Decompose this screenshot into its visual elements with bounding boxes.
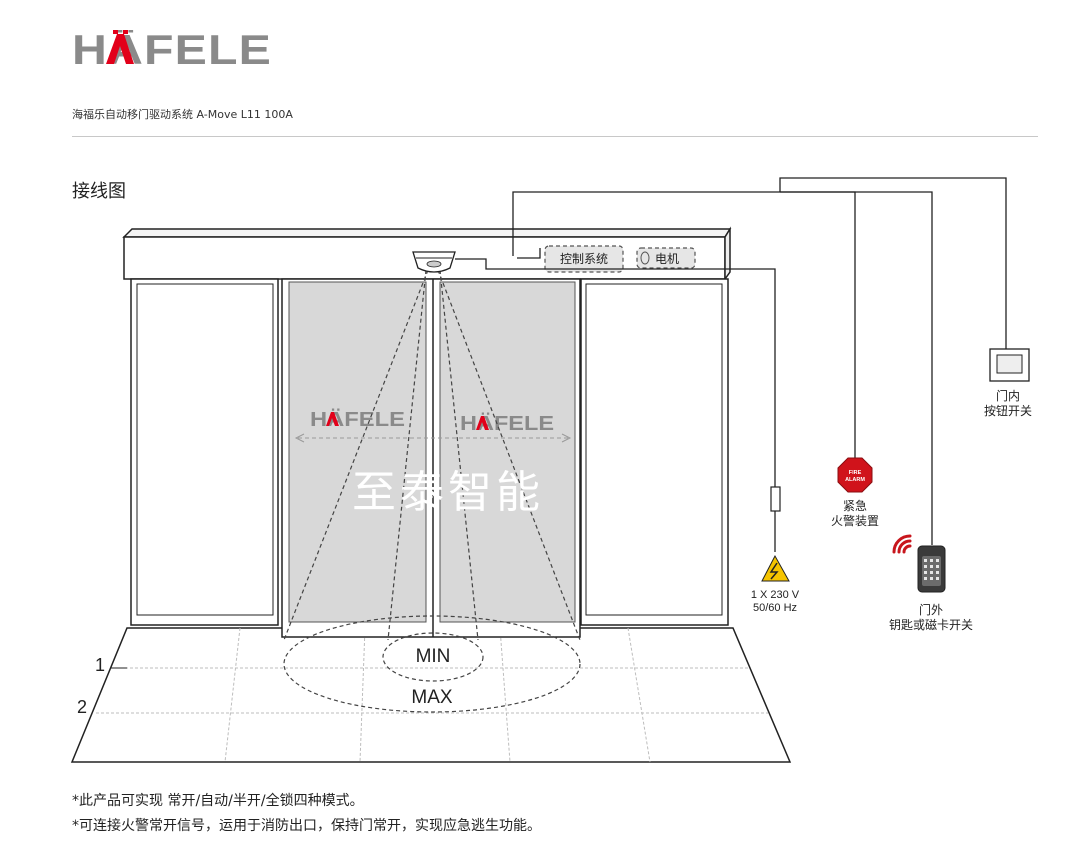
push-button-label-line2: 按钮开关	[983, 404, 1032, 418]
fire-alarm-badge-fire: FIRE	[849, 470, 862, 476]
keycard-reader-icon	[917, 545, 946, 593]
floor-grid	[96, 627, 768, 763]
high-voltage-warning-icon	[761, 554, 790, 582]
sliding-door-right	[439, 281, 576, 623]
power-label: 1 X 230 V 50/60 Hz	[740, 589, 810, 615]
motor-label: 电机	[655, 252, 680, 266]
hafele-logo: HÄFELE	[72, 30, 272, 70]
keycard-label-line1: 门外	[918, 603, 943, 617]
logo-accent-dot-right	[123, 30, 128, 34]
logo-text: HÄFELE	[72, 30, 272, 70]
left-fixed-glass	[136, 283, 274, 616]
zone-1-label: 1	[95, 655, 106, 675]
fire-alarm-label-line2: 火警装置	[830, 514, 879, 528]
footnote-fire-signal: *可连接火警常开信号，运用于消防出口，保持门常开，实现应急逃生功能。	[72, 818, 541, 834]
fire-alarm-badge-alarm: ALARM	[845, 477, 865, 483]
motor-box	[636, 247, 696, 269]
watermark: 至泰智能	[352, 467, 544, 518]
keycard-label: 门外 钥匙或磁卡开关	[876, 603, 986, 633]
sensor-cone	[283, 269, 581, 641]
header-box-top	[122, 228, 732, 238]
footnote-modes: *此产品可实现 常开/自动/半开/全锁四种模式。	[72, 793, 364, 809]
keycard-label-line2: 钥匙或磁卡开关	[888, 618, 973, 632]
page-subtitle: 海福乐自动移门驱动系统 A-Move L11 100A	[72, 108, 293, 121]
opening-width-arrow	[294, 433, 572, 443]
logo-accent-a	[106, 34, 134, 64]
door-logo-right-accent	[476, 416, 489, 430]
sliding-door-left	[288, 281, 427, 623]
zone-min-label: MIN	[415, 646, 451, 667]
zone-2-label: 2	[77, 697, 88, 717]
door-logo-left-accent	[326, 412, 339, 426]
push-button-label: 门内 按钮开关	[972, 389, 1044, 419]
logo-accent-dot-left	[113, 30, 118, 34]
header-box-side	[724, 226, 731, 282]
header-divider	[72, 136, 1038, 137]
wireless-signal-icon	[892, 534, 912, 554]
push-button-switch-icon	[989, 348, 1030, 382]
power-voltage: 1 X 230 V	[750, 589, 800, 601]
power-frequency: 50/60 Hz	[752, 602, 798, 614]
fuse-icon	[770, 486, 781, 512]
zone-max-label: MAX	[411, 687, 453, 708]
zone-max	[283, 615, 581, 713]
push-button-label-line1: 门内	[995, 389, 1020, 403]
wiring-lines	[455, 177, 1007, 545]
section-title: 接线图	[72, 181, 126, 202]
zone-min	[382, 632, 484, 682]
fire-alarm-icon: FIRE ALARM	[837, 457, 873, 493]
motor-icon	[640, 251, 650, 265]
control-system-box	[544, 245, 624, 273]
fire-alarm-label-line1: 紧急	[842, 499, 867, 513]
fire-alarm-label: 紧急 火警装置	[815, 499, 895, 529]
motion-sensor-icon	[412, 251, 456, 273]
right-fixed-glass	[585, 283, 723, 616]
control-system-label: 控制系统	[559, 252, 608, 266]
door-logo-left: HÄFELE	[310, 408, 405, 431]
door-logo-right: HÄFELE	[460, 412, 554, 435]
